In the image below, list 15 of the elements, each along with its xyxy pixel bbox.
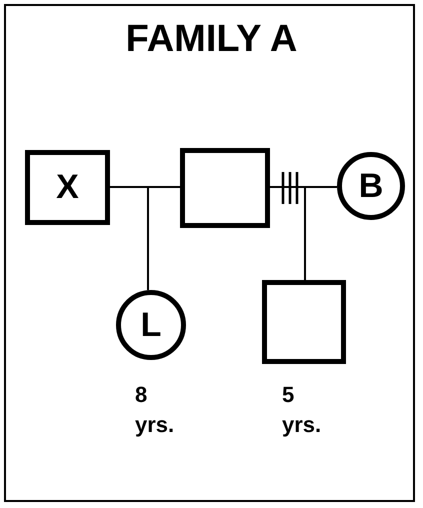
relationship-line bbox=[147, 187, 149, 290]
relationship-line bbox=[110, 186, 180, 188]
male-square bbox=[180, 148, 270, 228]
female-circle bbox=[116, 290, 186, 360]
age-label: 5 yrs. bbox=[282, 381, 322, 439]
age-label: 8 yrs. bbox=[135, 381, 176, 439]
node-label: L bbox=[140, 306, 162, 344]
female-circle bbox=[337, 152, 405, 220]
male-square bbox=[262, 280, 346, 364]
title: FAMILY A bbox=[124, 18, 298, 61]
relationship-line bbox=[270, 186, 337, 188]
male-square bbox=[25, 150, 110, 225]
node-label: B bbox=[358, 166, 384, 206]
relationship-line bbox=[304, 187, 306, 280]
node-label: X bbox=[56, 168, 79, 207]
